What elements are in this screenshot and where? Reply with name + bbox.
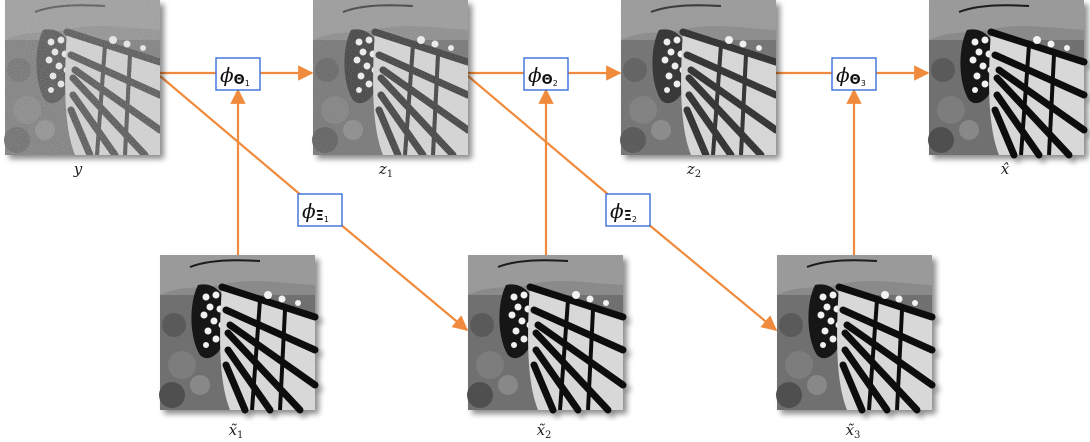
caption-y: y	[73, 160, 83, 178]
image-x1	[159, 255, 315, 410]
caption-x2: x̃2	[537, 421, 552, 441]
arrow-z1-to-phi-xi2	[467, 75, 611, 197]
operator-phi-theta1: ϕΘ1	[215, 57, 261, 91]
caption-z1: z1	[378, 160, 393, 180]
operator-phi-xi1: ϕΞ1	[297, 193, 343, 227]
caption-xhat: x̂	[1001, 160, 1010, 178]
image-y	[4, 0, 160, 155]
arrow-phi-xi1-to-x2	[339, 223, 469, 331]
caption-x1: x̃1	[229, 421, 244, 441]
svg-text:ϕΘ3: ϕΘ3	[836, 63, 866, 88]
arrow-phi-xi2-to-x3	[647, 223, 778, 331]
image-xhat	[928, 0, 1084, 155]
operator-phi-xi2: ϕΞ2	[605, 193, 651, 227]
image-z2	[620, 0, 776, 155]
image-x3	[776, 255, 932, 410]
operator-phi-theta2: ϕΘ2	[523, 57, 569, 91]
svg-text:ϕΘ2: ϕΘ2	[528, 63, 558, 88]
caption-x3: x̃3	[846, 421, 861, 441]
operator-phi-theta3: ϕΘ3	[831, 57, 877, 91]
svg-text:ϕΞ2: ϕΞ2	[610, 199, 637, 224]
image-x2	[467, 255, 623, 410]
arrow-y-to-phi-xi1	[159, 75, 303, 197]
svg-text:ϕΘ1: ϕΘ1	[220, 63, 250, 88]
image-z1	[312, 0, 468, 155]
caption-z2: z2	[686, 160, 701, 180]
svg-text:ϕΞ1: ϕΞ1	[302, 199, 329, 224]
